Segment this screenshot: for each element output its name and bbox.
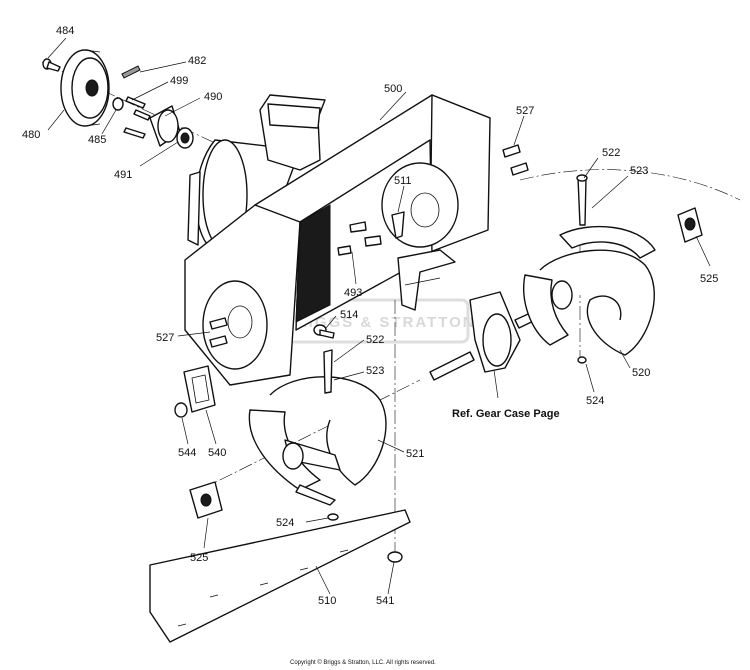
label-520: 520 xyxy=(632,367,650,379)
label-544: 544 xyxy=(178,447,196,459)
label-522-left: 522 xyxy=(366,334,384,346)
copyright-text: Copyright © Briggs & Stratton, LLC. All … xyxy=(290,659,436,666)
nut-544 xyxy=(174,402,188,418)
label-511: 511 xyxy=(394,175,412,187)
label-524-left: 524 xyxy=(276,517,294,529)
key xyxy=(121,65,141,79)
label-493: 493 xyxy=(344,287,362,299)
scraper-bar xyxy=(149,509,411,643)
label-523-left: 523 xyxy=(366,365,384,377)
bearing-525-left xyxy=(189,481,223,519)
nut-541 xyxy=(387,551,403,563)
auger-left xyxy=(248,376,387,506)
nut-524-left xyxy=(327,513,339,521)
label-514: 514 xyxy=(340,309,358,321)
label-499: 499 xyxy=(170,75,188,87)
bolts-527-lower xyxy=(209,317,228,348)
label-523-right: 523 xyxy=(630,165,648,177)
bolts-493 xyxy=(337,221,382,256)
label-482: 482 xyxy=(188,55,206,67)
bolt-484 xyxy=(42,58,61,72)
label-480: 480 xyxy=(22,129,40,141)
bearing-flange xyxy=(149,105,194,149)
label-524-right: 524 xyxy=(586,395,604,407)
gear-case-bracket xyxy=(397,249,456,311)
bolts-499 xyxy=(123,96,151,139)
label-541: 541 xyxy=(376,595,394,607)
bolts-527-upper xyxy=(502,144,529,176)
nut-524-right xyxy=(577,356,587,364)
label-490: 490 xyxy=(204,91,222,103)
auger-right xyxy=(523,225,656,356)
label-491: 491 xyxy=(114,169,132,181)
label-527-upper: 527 xyxy=(516,105,534,117)
leader-lines xyxy=(47,37,711,595)
label-485: 485 xyxy=(88,134,106,146)
label-525-right: 525 xyxy=(700,273,718,285)
bolt-514 xyxy=(313,324,335,339)
part-labels: 484 482 499 490 480 485 491 500 527 511 … xyxy=(22,25,718,607)
washer xyxy=(112,97,124,111)
label-522-right: 522 xyxy=(602,147,620,159)
gear-case xyxy=(429,291,553,381)
bearing-540 xyxy=(183,365,216,413)
label-510: 510 xyxy=(318,595,336,607)
label-500: 500 xyxy=(384,83,402,95)
bearing-525-right xyxy=(677,207,703,243)
label-521: 521 xyxy=(406,448,424,460)
label-540: 540 xyxy=(208,447,226,459)
ref-gear-case-note: Ref. Gear Case Page xyxy=(452,408,560,420)
auger-housing xyxy=(184,94,491,386)
label-527-lower: 527 xyxy=(156,332,174,344)
watermark-text: BRIGGS & STRATTON xyxy=(283,314,476,331)
label-525-left: 525 xyxy=(190,552,208,564)
pulley xyxy=(60,49,110,127)
shear-bolt-right xyxy=(576,174,588,226)
label-484: 484 xyxy=(56,25,74,37)
screw-511 xyxy=(391,211,405,239)
shear-bolt-left xyxy=(323,349,333,394)
